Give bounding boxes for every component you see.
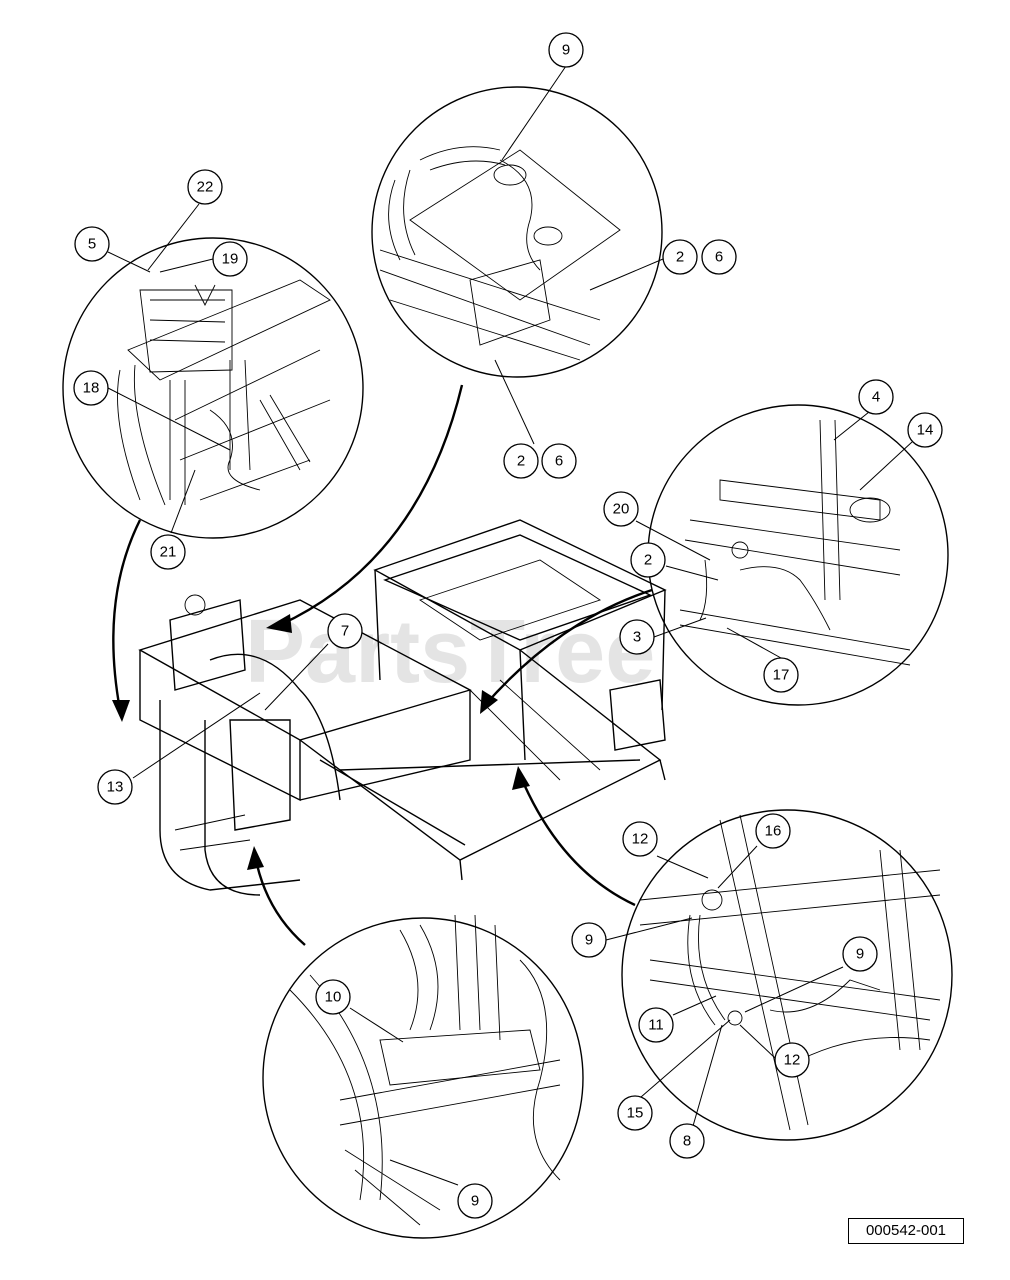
svg-text:3: 3 <box>633 629 641 646</box>
main-vehicle-frame <box>138 519 667 896</box>
detail-view-bottom-right <box>621 809 953 1141</box>
detail-view-top-center <box>371 86 663 378</box>
svg-text:9: 9 <box>562 42 570 59</box>
detail-view-bottom-center <box>262 914 584 1239</box>
callout-9-right: 9 <box>842 936 878 972</box>
callout-6-a: 6 <box>701 239 737 275</box>
callout-22: 22 <box>187 169 223 205</box>
svg-text:22: 22 <box>197 179 214 196</box>
callout-17: 17 <box>763 657 799 693</box>
svg-text:5: 5 <box>88 236 96 253</box>
callout-2-c: 2 <box>630 542 666 578</box>
svg-text:7: 7 <box>341 623 349 640</box>
svg-text:15: 15 <box>627 1105 644 1122</box>
callout-12-a: 12 <box>622 821 658 857</box>
callout-14: 14 <box>907 412 943 448</box>
detail-view-top-left <box>62 237 364 539</box>
svg-text:17: 17 <box>773 667 790 684</box>
svg-text:12: 12 <box>632 831 649 848</box>
svg-text:19: 19 <box>222 251 239 268</box>
svg-text:2: 2 <box>517 453 525 470</box>
detail-connector-arrows <box>112 384 653 946</box>
svg-text:14: 14 <box>917 422 934 439</box>
callout-5: 5 <box>74 226 110 262</box>
callout-11: 11 <box>638 1007 674 1043</box>
svg-text:8: 8 <box>683 1133 691 1150</box>
svg-text:13: 13 <box>107 779 124 796</box>
callout-20: 20 <box>603 491 639 527</box>
reference-code: 000542-001 <box>848 1218 964 1244</box>
svg-text:21: 21 <box>160 544 177 561</box>
svg-text:9: 9 <box>471 1193 479 1210</box>
callout-10: 10 <box>315 979 351 1015</box>
callout-9-mid: 9 <box>571 922 607 958</box>
callout-4: 4 <box>858 379 894 415</box>
callout-2-a: 2 <box>662 239 698 275</box>
svg-text:9: 9 <box>585 932 593 949</box>
svg-text:20: 20 <box>613 501 630 518</box>
callout-12-b: 12 <box>774 1042 810 1078</box>
watermark: PartsTree <box>245 602 655 702</box>
leader-lines <box>107 65 913 1186</box>
svg-text:9: 9 <box>856 946 864 963</box>
svg-text:18: 18 <box>83 380 100 397</box>
svg-text:16: 16 <box>765 823 782 840</box>
callout-16: 16 <box>755 813 791 849</box>
callout-19: 19 <box>212 241 248 277</box>
callout-3: 3 <box>619 619 655 655</box>
callout-2-b: 2 <box>503 443 539 479</box>
svg-text:6: 6 <box>715 249 723 266</box>
callout-7: 7 <box>327 613 363 649</box>
svg-text:6: 6 <box>555 453 563 470</box>
callout-18: 18 <box>73 370 109 406</box>
callout-8: 8 <box>669 1123 705 1159</box>
svg-text:2: 2 <box>676 249 684 266</box>
callout-9-bottom: 9 <box>457 1183 493 1219</box>
callout-13: 13 <box>97 769 133 805</box>
svg-text:12: 12 <box>784 1052 801 1069</box>
svg-text:2: 2 <box>644 552 652 569</box>
svg-text:10: 10 <box>325 989 342 1006</box>
svg-text:11: 11 <box>648 1017 664 1034</box>
svg-text:4: 4 <box>872 389 880 406</box>
callout-6-b: 6 <box>541 443 577 479</box>
callout-15: 15 <box>617 1095 653 1131</box>
callout-9-top: 9 <box>548 32 584 68</box>
callout-21: 21 <box>150 534 186 570</box>
